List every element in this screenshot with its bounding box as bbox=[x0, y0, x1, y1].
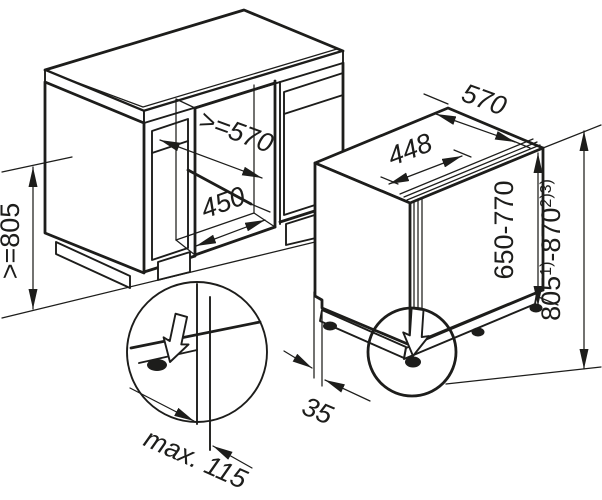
dimension-niche-height: >=805 bbox=[0, 156, 73, 310]
foot-recess-arrow-left bbox=[283, 350, 313, 369]
door-top-line-3 bbox=[399, 138, 534, 195]
plinth-front-edge-magnified bbox=[129, 320, 262, 350]
dimension-plinth-depth: max. 115 bbox=[129, 387, 253, 495]
dimension-appliance-height: 8051)-8702)3) bbox=[536, 130, 589, 370]
niche-wall-bottom bbox=[175, 239, 196, 256]
rear-left-foot bbox=[323, 321, 337, 331]
niche-wall-floor-extension bbox=[250, 203, 271, 213]
dishwasher-side-base bbox=[319, 309, 407, 359]
appliance-depth-dimension-line bbox=[435, 113, 516, 143]
niche-height-extension-line bbox=[1, 156, 73, 173]
plinth-pointer-arrow-icon bbox=[162, 312, 190, 363]
niche-height-label: >=805 bbox=[0, 203, 25, 280]
dishwasher-drawing bbox=[313, 106, 545, 368]
niche-top-edge bbox=[193, 81, 277, 110]
cabinet-foot-magnified bbox=[147, 359, 167, 371]
dishwasher-front-base bbox=[403, 292, 538, 360]
front-middle-foot bbox=[471, 327, 485, 337]
counter-left-door bbox=[151, 118, 189, 261]
appliance-height-value: 805 bbox=[536, 276, 566, 321]
door-top-line-1 bbox=[406, 144, 541, 201]
plinth-detail-circle bbox=[126, 281, 268, 451]
front-left-foot bbox=[405, 356, 421, 368]
counter-left-plinth bbox=[55, 241, 131, 289]
appliance-width-dimension-line bbox=[388, 155, 463, 185]
niche-wall-top bbox=[175, 98, 196, 109]
foot-recess-arrow-right bbox=[324, 379, 371, 402]
door-panel-height-label: 650-770 bbox=[489, 180, 519, 279]
appliance-height-footnote-1: 1) bbox=[538, 262, 555, 276]
floor-extension-line bbox=[445, 366, 602, 385]
counter-right-drawer-line bbox=[283, 94, 344, 115]
plinth-depth-arrow-left bbox=[129, 387, 195, 422]
dimension-door-panel-height: 650-770 bbox=[489, 152, 559, 307]
appliance-height-range: -870 bbox=[536, 208, 566, 262]
appliance-height-footnote-2: 2)3) bbox=[538, 179, 555, 207]
foot-detail-circle bbox=[366, 306, 458, 398]
depth-extension-left bbox=[423, 93, 449, 105]
plinth-depth-arrow-right bbox=[212, 445, 253, 469]
top-corner-extension-line bbox=[542, 124, 602, 149]
appliance-height-label: 8051)-8702)3) bbox=[536, 179, 566, 321]
ground-line bbox=[1, 233, 349, 319]
niche-width-dimension-line bbox=[195, 219, 266, 247]
width-extension-right bbox=[453, 149, 472, 158]
dishwasher-side-panel bbox=[313, 161, 412, 347]
kitchen-counter-drawing bbox=[1, 8, 349, 319]
niche-depth-label: >=570 bbox=[195, 104, 277, 158]
door-top-line-2 bbox=[403, 141, 538, 198]
foot-pointer-arrow-icon bbox=[402, 307, 430, 357]
niche-depth-dimension-line bbox=[159, 139, 263, 179]
foot-recess-label: 35 bbox=[298, 391, 338, 431]
